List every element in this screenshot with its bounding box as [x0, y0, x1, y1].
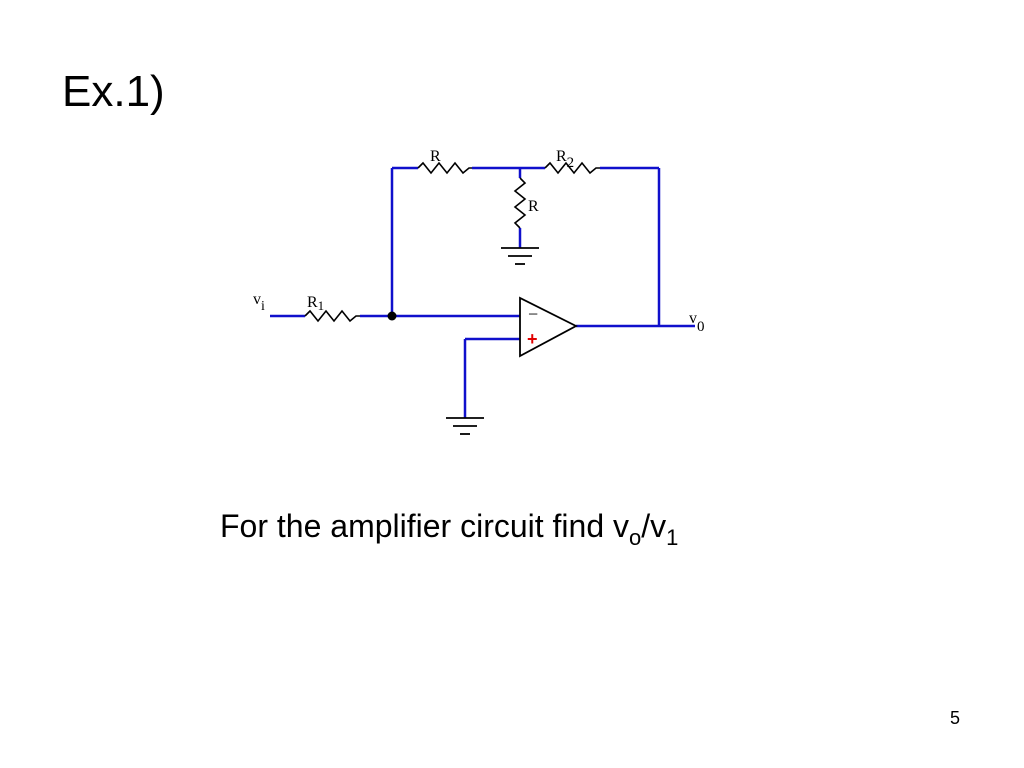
resistor-r2 — [544, 161, 600, 175]
question-sub-1: 1 — [666, 525, 679, 550]
question-middle: /v — [641, 508, 667, 544]
ground-symbol-shunt — [501, 247, 539, 265]
question-sub-o: o — [629, 525, 642, 550]
r2-label: R2 — [556, 148, 574, 171]
page-number: 5 — [950, 708, 961, 728]
vo-label-sub: 0 — [697, 319, 705, 335]
r2-label-main: R — [556, 148, 567, 165]
vo-label: v0 — [689, 310, 705, 335]
r1-label-sub: 1 — [318, 298, 325, 313]
question-prefix: For the amplifier circuit find v — [220, 508, 630, 544]
vi-label-main: v — [253, 291, 261, 308]
wires — [270, 166, 695, 418]
op-amp-triangle — [519, 296, 578, 358]
question-text: For the amplifier circuit find vo/v1 — [220, 508, 678, 549]
r1-label-main: R — [307, 294, 318, 311]
r-top-label: R — [430, 148, 441, 165]
r2-label-sub: 2 — [567, 155, 575, 171]
resistors — [304, 161, 600, 323]
r-shunt-label: R — [528, 198, 539, 215]
slide-title: Ex.1) — [62, 67, 165, 116]
resistor-r-shunt — [513, 177, 527, 229]
r1-label: R1 — [307, 294, 324, 313]
resistor-r1 — [304, 309, 360, 323]
vi-label: vi — [253, 291, 265, 314]
vo-label-main: v — [689, 310, 697, 327]
op-amp-plus-sign: + — [527, 329, 538, 349]
ground-symbol-noninverting — [446, 417, 484, 435]
op-amp-minus-sign: − — [528, 304, 538, 324]
vi-label-sub: i — [261, 299, 265, 314]
junction-node — [387, 311, 397, 321]
resistor-r-top — [417, 161, 472, 175]
